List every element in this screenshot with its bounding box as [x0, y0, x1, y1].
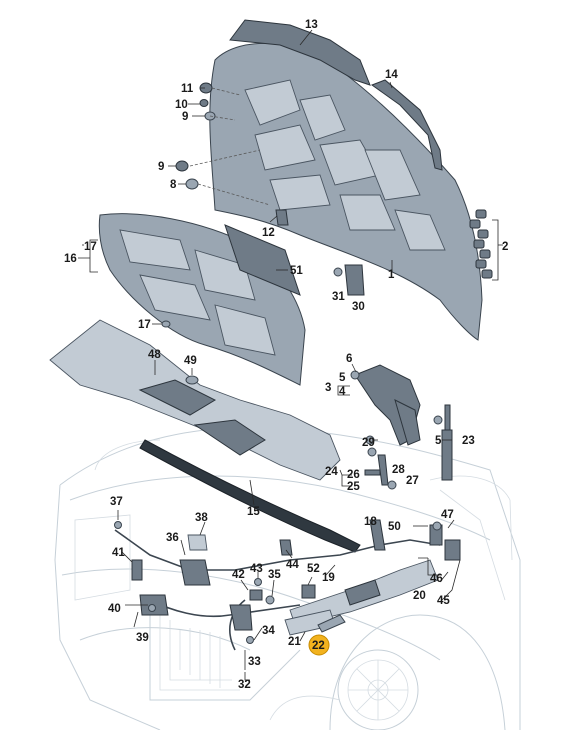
label-5b: 5: [435, 435, 442, 447]
label-36: 36: [166, 532, 179, 544]
label-28: 28: [392, 464, 405, 476]
label-31: 31: [332, 291, 345, 303]
label-24: 24: [325, 466, 338, 478]
part-42: [249, 589, 263, 601]
plenum-panel-48: [49, 319, 341, 481]
label-50: 50: [388, 521, 401, 533]
label-34: 34: [262, 625, 275, 637]
label-48: 48: [148, 349, 161, 361]
label-39: 39: [136, 632, 149, 644]
clips-2: [469, 209, 503, 281]
highlight-marker-22: [308, 634, 330, 656]
label-9a: 9: [182, 111, 188, 123]
handle-41: [131, 559, 143, 581]
part-labels: 13 14 11 10 9 9 8 12 2 16 17 1 51 31 30 …: [64, 19, 508, 691]
label-20: 20: [413, 590, 426, 602]
label-10: 10: [175, 99, 188, 111]
bracket-18: [369, 519, 386, 551]
label-43: 43: [250, 563, 263, 575]
seal-strip-14: [370, 79, 443, 171]
label-35: 35: [268, 569, 281, 581]
label-2: 2: [502, 241, 508, 253]
label-22: 22: [312, 640, 325, 652]
label-9b: 9: [158, 161, 164, 173]
part-52: [301, 584, 316, 599]
label-11: 11: [181, 83, 194, 95]
bracket-20: [344, 579, 381, 606]
label-4a: 4: [339, 386, 346, 398]
label-45: 45: [437, 595, 450, 607]
label-15: 15: [247, 506, 260, 518]
label-14: 14: [385, 69, 398, 81]
label-49: 49: [184, 355, 197, 367]
bonnet-seal-13: [229, 19, 371, 86]
label-13: 13: [305, 19, 318, 31]
part-44: [279, 539, 293, 556]
label-19: 19: [322, 572, 335, 584]
label-44: 44: [286, 559, 299, 571]
lock-32: [229, 604, 253, 631]
label-27: 27: [406, 475, 419, 487]
leader-lines: [78, 29, 461, 681]
car-body-outline: [54, 409, 521, 730]
label-40: 40: [108, 603, 121, 615]
part-50: [432, 521, 442, 531]
label-23: 23: [462, 435, 475, 447]
part-33: [246, 636, 254, 644]
part-35: [265, 595, 275, 605]
label-52: 52: [307, 563, 320, 575]
bonnet: [209, 19, 483, 341]
label-29: 29: [362, 437, 375, 449]
part-17b: [161, 320, 171, 328]
part-43: [254, 578, 262, 586]
release-lever-36: [179, 559, 211, 586]
hinge-assembly-3: [350, 364, 453, 481]
bracket-38: [187, 534, 208, 551]
label-17a: 17: [84, 241, 97, 253]
label-38: 38: [195, 512, 208, 524]
pad-51: [224, 224, 301, 296]
highlighted-part-22: [317, 614, 346, 633]
gas-strut-23: [441, 429, 453, 481]
part-31: [333, 267, 343, 277]
label-25: 25: [347, 481, 360, 493]
label-8: 8: [170, 179, 177, 191]
part-37: [114, 521, 122, 529]
label-41: 41: [112, 547, 125, 559]
label-47: 47: [441, 509, 454, 521]
part-46: [444, 539, 461, 561]
label-32: 32: [238, 679, 251, 691]
label-46: 46: [430, 573, 443, 585]
label-37: 37: [110, 496, 123, 508]
label-3: 3: [325, 382, 331, 394]
label-30: 30: [352, 301, 365, 313]
label-6: 6: [346, 353, 352, 365]
latch-group-24: [364, 435, 397, 490]
label-18: 18: [364, 516, 377, 528]
buffer-30: [344, 264, 365, 296]
label-17b: 17: [138, 319, 151, 331]
label-16: 16: [64, 253, 77, 265]
label-12: 12: [262, 227, 275, 239]
label-26: 26: [347, 469, 360, 481]
label-21: 21: [288, 636, 301, 648]
label-5a: 5: [339, 372, 346, 384]
part-40: [148, 604, 156, 612]
label-42: 42: [232, 569, 245, 581]
label-51: 51: [290, 265, 303, 277]
label-1: 1: [388, 269, 395, 281]
release-cables: [114, 519, 461, 651]
label-33: 33: [248, 656, 261, 668]
